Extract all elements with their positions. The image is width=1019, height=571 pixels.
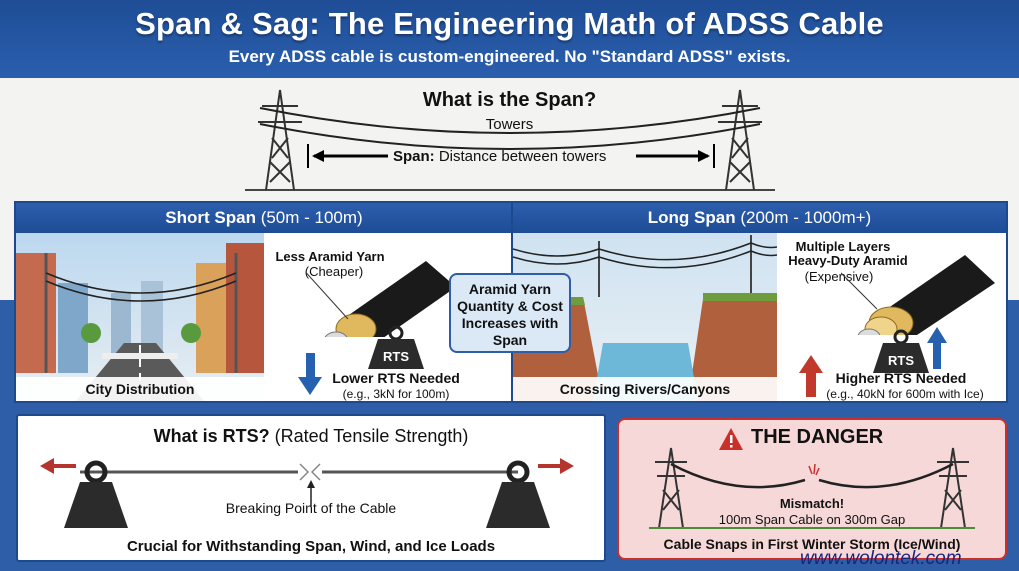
svg-text:RTS: RTS [383, 349, 409, 364]
long-yarn-label-1: Multiple Layers [795, 239, 891, 254]
long-rts-needed: Higher RTS Needed [835, 370, 967, 386]
danger-left-tower-icon [655, 447, 687, 529]
page-subtitle: Every ADSS cable is custom-engineered. N… [228, 47, 791, 66]
long-span-scene-caption: Crossing Rivers/Canyons [513, 377, 777, 401]
aramid-callout: Aramid Yarn Quantity & Cost Increases wi… [449, 273, 571, 353]
danger-caption: Cable Snaps in First Winter Storm (Ice/W… [663, 536, 961, 552]
city-scene: City Distribution [16, 233, 264, 401]
long-weight-icon: RTS [873, 329, 929, 373]
short-yarn-note: (Cheaper) [304, 264, 364, 279]
up-arrow-red-icon [799, 355, 823, 397]
warning-icon [719, 428, 743, 450]
watermark: www.wolontek.com [800, 548, 962, 569]
heavy-cable-cross-section-icon [841, 255, 995, 335]
page-title: Span & Sag: The Engineering Math of ADSS… [135, 6, 884, 41]
span-diagram [245, 89, 775, 191]
canyon-scene: Crossing Rivers/Canyons [513, 233, 777, 401]
short-span-panel: Short Span (50m - 100m) City Distributio… [14, 201, 514, 403]
pull-right-arrow-icon [538, 458, 574, 474]
rts-diagram [40, 458, 574, 528]
rts-title: What is RTS? (Rated Tensile Strength) [153, 426, 469, 446]
long-yarn-label-2: Heavy-Duty Aramid [788, 253, 908, 268]
header-band [0, 0, 1019, 78]
short-rts-needed: Lower RTS Needed [332, 370, 460, 386]
left-tower-icon [258, 89, 302, 191]
danger-diagram [649, 447, 975, 529]
city-illustration [16, 243, 264, 401]
span-question: What is the Span? [422, 89, 597, 111]
rts-panel: What is RTS? (Rated Tensile Strength) Br… [16, 414, 606, 562]
up-arrow-blue-icon [927, 327, 947, 369]
danger-mismatch-detail: 100m Span Cable on 300m Gap [718, 512, 906, 527]
svg-text:RTS: RTS [888, 353, 914, 368]
weight-icon: RTS [368, 325, 424, 369]
down-arrow-icon [298, 353, 322, 395]
long-span-header: Long Span (200m - 1000m+) [513, 203, 1006, 233]
towers-label: Towers [485, 116, 534, 133]
danger-heading: THE DANGER [719, 426, 909, 454]
sag-cable [259, 107, 761, 134]
left-weight-icon [64, 460, 128, 528]
danger-right-tower-icon [937, 447, 969, 529]
break-spark-icon [299, 463, 321, 481]
snapped-cable-right [818, 462, 954, 489]
short-yarn-label: Less Aramid Yarn [275, 249, 385, 264]
short-span-header: Short Span (50m - 100m) [16, 203, 512, 233]
danger-panel: THE DANGER Mismatch! 100m Span Cable on … [617, 418, 1007, 560]
danger-mismatch: Mismatch! [779, 496, 845, 511]
pull-left-arrow-icon [40, 458, 76, 474]
snapped-cable-left [670, 462, 806, 489]
span-definition: Span: Distance between towers [393, 148, 607, 165]
right-weight-icon [486, 460, 550, 528]
breaking-point-label: Breaking Point of the Cable [225, 500, 397, 516]
cable-cross-section-icon [306, 261, 456, 337]
rts-caption: Crucial for Withstanding Span, Wind, and… [126, 538, 496, 555]
short-rts-example: (e.g., 3kN for 100m) [342, 387, 450, 401]
long-yarn-note: (Expensive) [804, 269, 874, 284]
right-tower-icon [718, 89, 762, 191]
short-span-scene-caption: City Distribution [16, 377, 264, 401]
snap-spark-icon [808, 463, 820, 476]
long-span-panel: Long Span (200m - 1000m+) Crossing River… [511, 201, 1008, 403]
long-rts-example: (e.g., 40kN for 600m with Ice) [826, 387, 984, 401]
